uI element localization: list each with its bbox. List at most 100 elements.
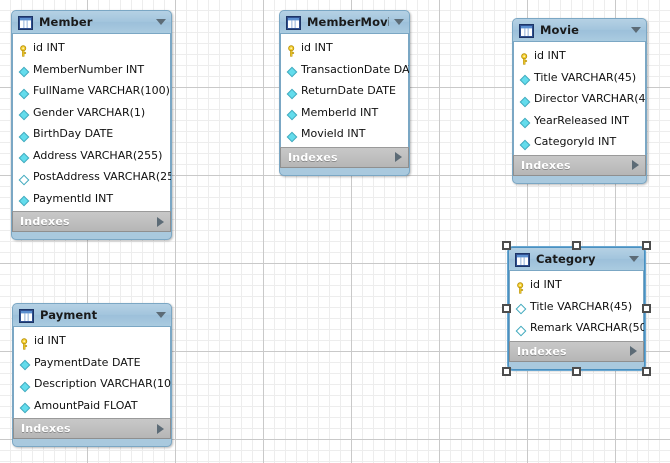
- chevron-down-icon[interactable]: [156, 312, 166, 318]
- key-icon: [286, 42, 298, 57]
- diamond-filled-icon: [18, 106, 30, 121]
- column-label: id INT: [34, 334, 66, 348]
- table-icon: [286, 15, 301, 30]
- table-column-row[interactable]: PaymentId INT: [13, 188, 170, 210]
- table-column-row[interactable]: Director VARCHAR(45): [514, 88, 647, 110]
- table-column-row[interactable]: FullName VARCHAR(100): [13, 80, 170, 102]
- column-label: Title VARCHAR(45): [530, 299, 633, 313]
- indexes-section-bar[interactable]: Indexes: [12, 211, 171, 232]
- indexes-section-bar[interactable]: Indexes: [513, 154, 646, 176]
- table-columns: id INT PaymentDate DATE Description VARCHA…: [13, 327, 171, 418]
- table-column-row[interactable]: ReturnDate DATE: [281, 80, 408, 102]
- chevron-right-icon[interactable]: [630, 346, 637, 356]
- column-label: Director VARCHAR(45): [534, 92, 647, 106]
- diamond-filled-icon: [18, 63, 30, 78]
- table-column-row[interactable]: id INT: [510, 274, 643, 296]
- diamond-filled-icon: [286, 85, 298, 100]
- diamond-filled-icon: [286, 63, 298, 78]
- table-column-row[interactable]: CategoryId INT: [514, 131, 645, 153]
- column-label: Address VARCHAR(255): [33, 148, 163, 162]
- table-column-row[interactable]: BirthDay DATE: [13, 123, 170, 145]
- resize-handle-se[interactable]: [642, 367, 651, 376]
- er-table-member[interactable]: Member id INT MemberNumber INT FullName VAR…: [11, 10, 172, 240]
- er-table-payment[interactable]: Payment id INT PaymentDate DATE Description…: [12, 303, 172, 447]
- table-name-label: Category: [536, 252, 596, 266]
- column-label: PaymentId INT: [33, 191, 114, 205]
- column-label: id INT: [530, 278, 562, 292]
- table-header[interactable]: Member: [12, 11, 171, 34]
- chevron-right-icon[interactable]: [157, 216, 164, 227]
- table-column-row[interactable]: MemberId INT: [281, 102, 408, 124]
- chevron-right-icon[interactable]: [632, 160, 639, 170]
- column-label: MemberNumber INT: [33, 62, 145, 76]
- table-header[interactable]: MemberMovie: [280, 11, 409, 34]
- table-column-row[interactable]: Description VARCHAR(100): [14, 373, 172, 395]
- table-column-row[interactable]: Gender VARCHAR(1): [13, 102, 170, 124]
- column-label: Gender VARCHAR(1): [33, 105, 146, 119]
- table-header[interactable]: Movie: [513, 19, 646, 42]
- chevron-right-icon[interactable]: [157, 423, 164, 434]
- diamond-filled-icon: [18, 85, 30, 100]
- table-name-label: Member: [39, 15, 93, 29]
- table-column-row[interactable]: Title VARCHAR(45): [514, 67, 645, 89]
- column-label: PaymentDate DATE: [34, 355, 141, 369]
- table-header[interactable]: Payment: [13, 304, 171, 327]
- column-label: MemberId INT: [301, 105, 379, 119]
- chevron-down-icon[interactable]: [394, 19, 404, 25]
- table-icon: [515, 252, 530, 267]
- column-label: TransactionDate DATE: [301, 62, 409, 76]
- table-column-row[interactable]: Remark VARCHAR(500): [510, 317, 644, 339]
- diamond-hollow-icon: [515, 322, 527, 337]
- diamond-hollow-icon: [515, 300, 527, 315]
- diamond-filled-icon: [286, 106, 298, 121]
- table-column-row[interactable]: id INT: [281, 37, 408, 59]
- column-label: ReturnDate DATE: [301, 84, 396, 98]
- table-column-row[interactable]: MovieId INT: [281, 123, 408, 145]
- table-column-row[interactable]: YearReleased INT: [514, 110, 645, 132]
- er-table-membermovie[interactable]: MemberMovie id INT TransactionDate DATE Ret…: [279, 10, 410, 176]
- er-table-category[interactable]: Category id INT Title VARCHAR(45) Remark VA…: [508, 247, 645, 370]
- diamond-filled-icon: [19, 399, 31, 414]
- table-header[interactable]: Category: [509, 248, 644, 271]
- table-column-row[interactable]: id INT: [14, 330, 170, 352]
- key-icon: [519, 50, 531, 65]
- chevron-right-icon[interactable]: [395, 152, 402, 162]
- chevron-down-icon[interactable]: [629, 256, 639, 262]
- table-column-row[interactable]: id INT: [514, 45, 645, 67]
- table-column-row[interactable]: MemberNumber INT: [13, 59, 170, 81]
- indexes-section-bar[interactable]: Indexes: [280, 146, 409, 168]
- column-label: BirthDay DATE: [33, 127, 114, 141]
- column-label: CategoryId INT: [534, 135, 617, 149]
- column-label: Description VARCHAR(100): [34, 377, 172, 391]
- diamond-filled-icon: [519, 71, 531, 86]
- table-column-row[interactable]: TransactionDate DATE: [281, 59, 409, 81]
- table-column-row[interactable]: id INT: [13, 37, 170, 59]
- resize-handle-n[interactable]: [572, 241, 581, 250]
- table-columns: id INT MemberNumber INT FullName VARCHAR(1…: [12, 34, 171, 211]
- diamond-filled-icon: [19, 378, 31, 393]
- column-label: Remark VARCHAR(500): [530, 321, 644, 335]
- table-column-row[interactable]: Title VARCHAR(45): [510, 296, 643, 318]
- resize-handle-ne[interactable]: [642, 241, 651, 250]
- resize-handle-s[interactable]: [572, 367, 581, 376]
- resize-handle-nw[interactable]: [502, 241, 511, 250]
- column-label: AmountPaid FLOAT: [34, 398, 138, 412]
- column-label: MovieId INT: [301, 127, 366, 141]
- resize-handle-w[interactable]: [502, 304, 511, 313]
- chevron-down-icon[interactable]: [156, 19, 166, 25]
- table-columns: id INT TransactionDate DATE ReturnDate DAT…: [280, 34, 409, 147]
- table-column-row[interactable]: PostAddress VARCHAR(255): [13, 166, 171, 188]
- indexes-section-bar[interactable]: Indexes: [509, 340, 644, 362]
- resize-handle-sw[interactable]: [502, 367, 511, 376]
- indexes-section-bar[interactable]: Indexes: [13, 418, 171, 439]
- resize-handle-e[interactable]: [642, 304, 651, 313]
- column-label: FullName VARCHAR(100): [33, 84, 170, 98]
- diamond-filled-icon: [519, 114, 531, 129]
- table-column-row[interactable]: Address VARCHAR(255): [13, 145, 170, 167]
- table-column-row[interactable]: AmountPaid FLOAT: [14, 395, 170, 417]
- chevron-down-icon[interactable]: [631, 27, 641, 33]
- table-column-row[interactable]: PaymentDate DATE: [14, 352, 170, 374]
